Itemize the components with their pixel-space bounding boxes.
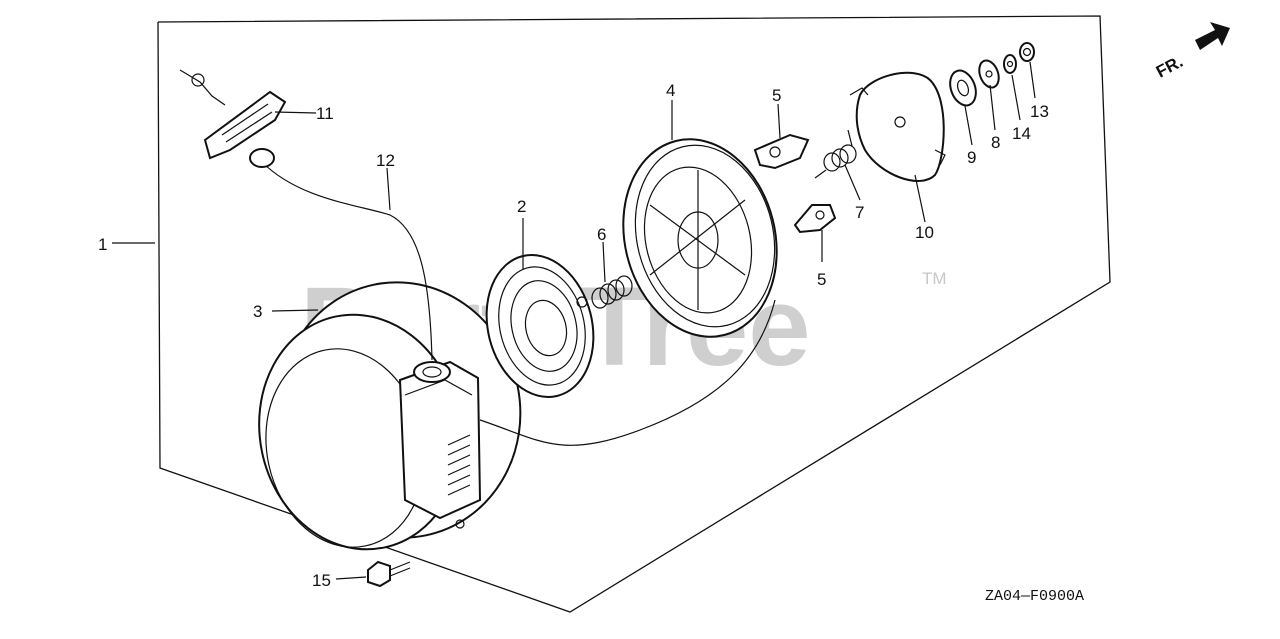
callout-7: 7	[855, 203, 864, 222]
callout-11: 11	[316, 104, 334, 123]
leader-lines	[112, 61, 1036, 580]
part-9-washer	[949, 69, 977, 107]
callout-12: 12	[376, 151, 395, 170]
callout-6: 6	[597, 225, 606, 244]
part-10-friction-plate	[849, 71, 946, 182]
trademark-mark: TM	[922, 269, 947, 288]
part-4-reel	[622, 138, 778, 338]
part-3-starter-case	[258, 281, 522, 551]
part-8-washer	[978, 59, 1000, 89]
front-direction-indicator: FR.	[1153, 22, 1230, 82]
vent-slots	[447, 434, 471, 496]
callout-labels: 1 2 3 4 5 5 6 7 8 9 10 11 12 13 14 15	[98, 81, 1049, 590]
part-5-ratchet-upper	[753, 133, 810, 170]
part-2-recoil-spring	[485, 254, 595, 398]
callout-8: 8	[991, 133, 1000, 152]
callout-5-upper: 5	[772, 86, 781, 105]
part-6-spring	[591, 275, 633, 309]
callout-15: 15	[312, 571, 331, 590]
starter-rope-routing	[479, 299, 776, 446]
drawing-code: ZA04—F0900A	[985, 588, 1084, 605]
callout-3: 3	[253, 302, 262, 321]
front-arrow-icon	[1195, 22, 1230, 50]
callout-9: 9	[967, 148, 976, 167]
part-5-ratchet-lower	[793, 204, 837, 234]
callout-13: 13	[1030, 102, 1049, 121]
part-12-starter-rope	[261, 161, 433, 361]
part-7-return-spring	[814, 129, 857, 179]
part-15-flange-bolt	[367, 560, 411, 588]
callout-4: 4	[666, 81, 675, 100]
part-11-starter-grip	[179, 69, 287, 168]
callout-2: 2	[517, 197, 526, 216]
callout-1: 1	[98, 235, 107, 254]
callout-14: 14	[1012, 124, 1031, 143]
front-label: FR.	[1153, 52, 1186, 82]
part-14-washer	[1003, 54, 1017, 74]
callout-10: 10	[915, 223, 934, 242]
callout-5-lower: 5	[817, 270, 826, 289]
assembly-outline	[157, 15, 1111, 613]
part-13-nut	[1019, 42, 1035, 62]
